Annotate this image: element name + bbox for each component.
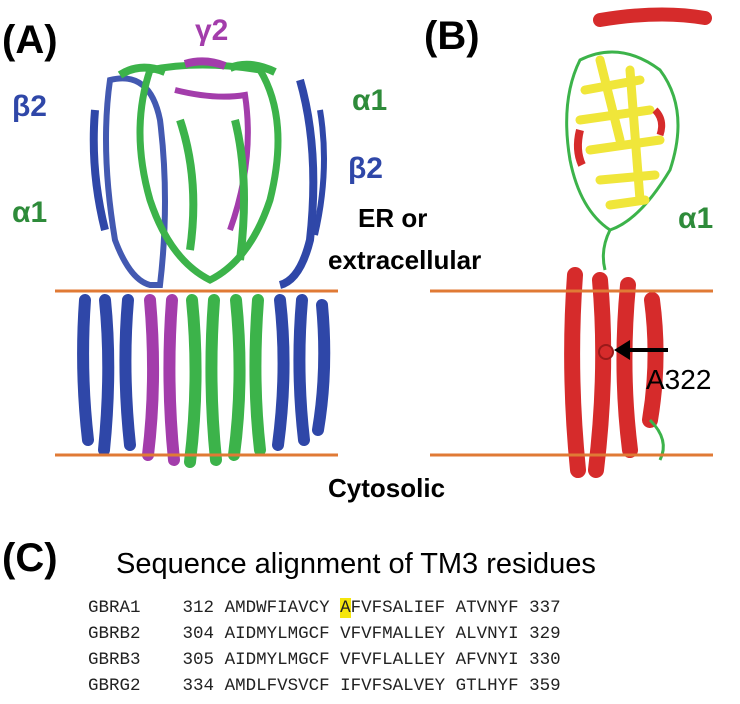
- seq-highlight-residue: A: [340, 598, 351, 618]
- seq-pre: AIDMYLMGCF VFVFLALLEY AFVNYI: [224, 650, 519, 670]
- seq-post: FVFSALIEF ATVNYF: [350, 598, 519, 618]
- a322-label: A322: [646, 364, 712, 395]
- seq-start: 304: [182, 624, 215, 644]
- seq-end: 337: [529, 598, 561, 618]
- seq-name: GBRB2: [88, 624, 141, 644]
- seq-name: GBRG2: [88, 676, 141, 696]
- alignment-row: GBRA1 312 AMDWFIAVCY AFVFSALIEF ATVNYF 3…: [88, 598, 561, 618]
- compartment-top-line1: ER or: [358, 203, 428, 233]
- panel-a-label: (A): [2, 18, 58, 62]
- alpha1-left-label: α1: [12, 196, 48, 229]
- alignment-title: Sequence alignment of TM3 residues: [116, 548, 596, 580]
- alignment-row: GBRB2 304 AIDMYLMGCF VFVFMALLEY ALVNYI 3…: [88, 624, 561, 644]
- seq-pre: AIDMYLMGCF VFVFMALLEY ALVNYI: [224, 624, 519, 644]
- alpha1-b-label: α1: [678, 202, 714, 235]
- beta2-right-label: β2: [348, 152, 383, 185]
- seq-name: GBRA1: [88, 598, 141, 618]
- alignment-row: GBRB3 305 AIDMYLMGCF VFVFLALLEY AFVNYI 3…: [88, 650, 561, 670]
- seq-pre: AMDLFVSVCF IFVFSALVEY GTLHYF: [224, 676, 519, 696]
- seq-start: 305: [182, 650, 215, 670]
- panel-a-structure: [77, 57, 331, 468]
- panel-b-label: (B): [424, 14, 480, 58]
- seq-end: 359: [529, 676, 561, 696]
- gamma2-label: γ2: [195, 14, 229, 47]
- seq-end: 329: [529, 624, 561, 644]
- seq-start: 334: [182, 676, 215, 696]
- compartment-top-line2: extracellular: [328, 245, 482, 275]
- seq-end: 330: [529, 650, 561, 670]
- beta2-left-label: β2: [12, 90, 47, 123]
- seq-pre: AMDWFIAVCY: [224, 598, 341, 618]
- panel-b-structure: [564, 7, 712, 478]
- seq-start: 312: [182, 598, 215, 618]
- seq-name: GBRB3: [88, 650, 141, 670]
- panel-c-label: (C): [2, 536, 58, 580]
- alpha1-right-label: α1: [352, 84, 388, 117]
- compartment-bottom-label: Cytosolic: [328, 473, 446, 503]
- alignment-row: GBRG2 334 AMDLFVSVCF IFVFSALVEY GTLHYF 3…: [88, 676, 561, 696]
